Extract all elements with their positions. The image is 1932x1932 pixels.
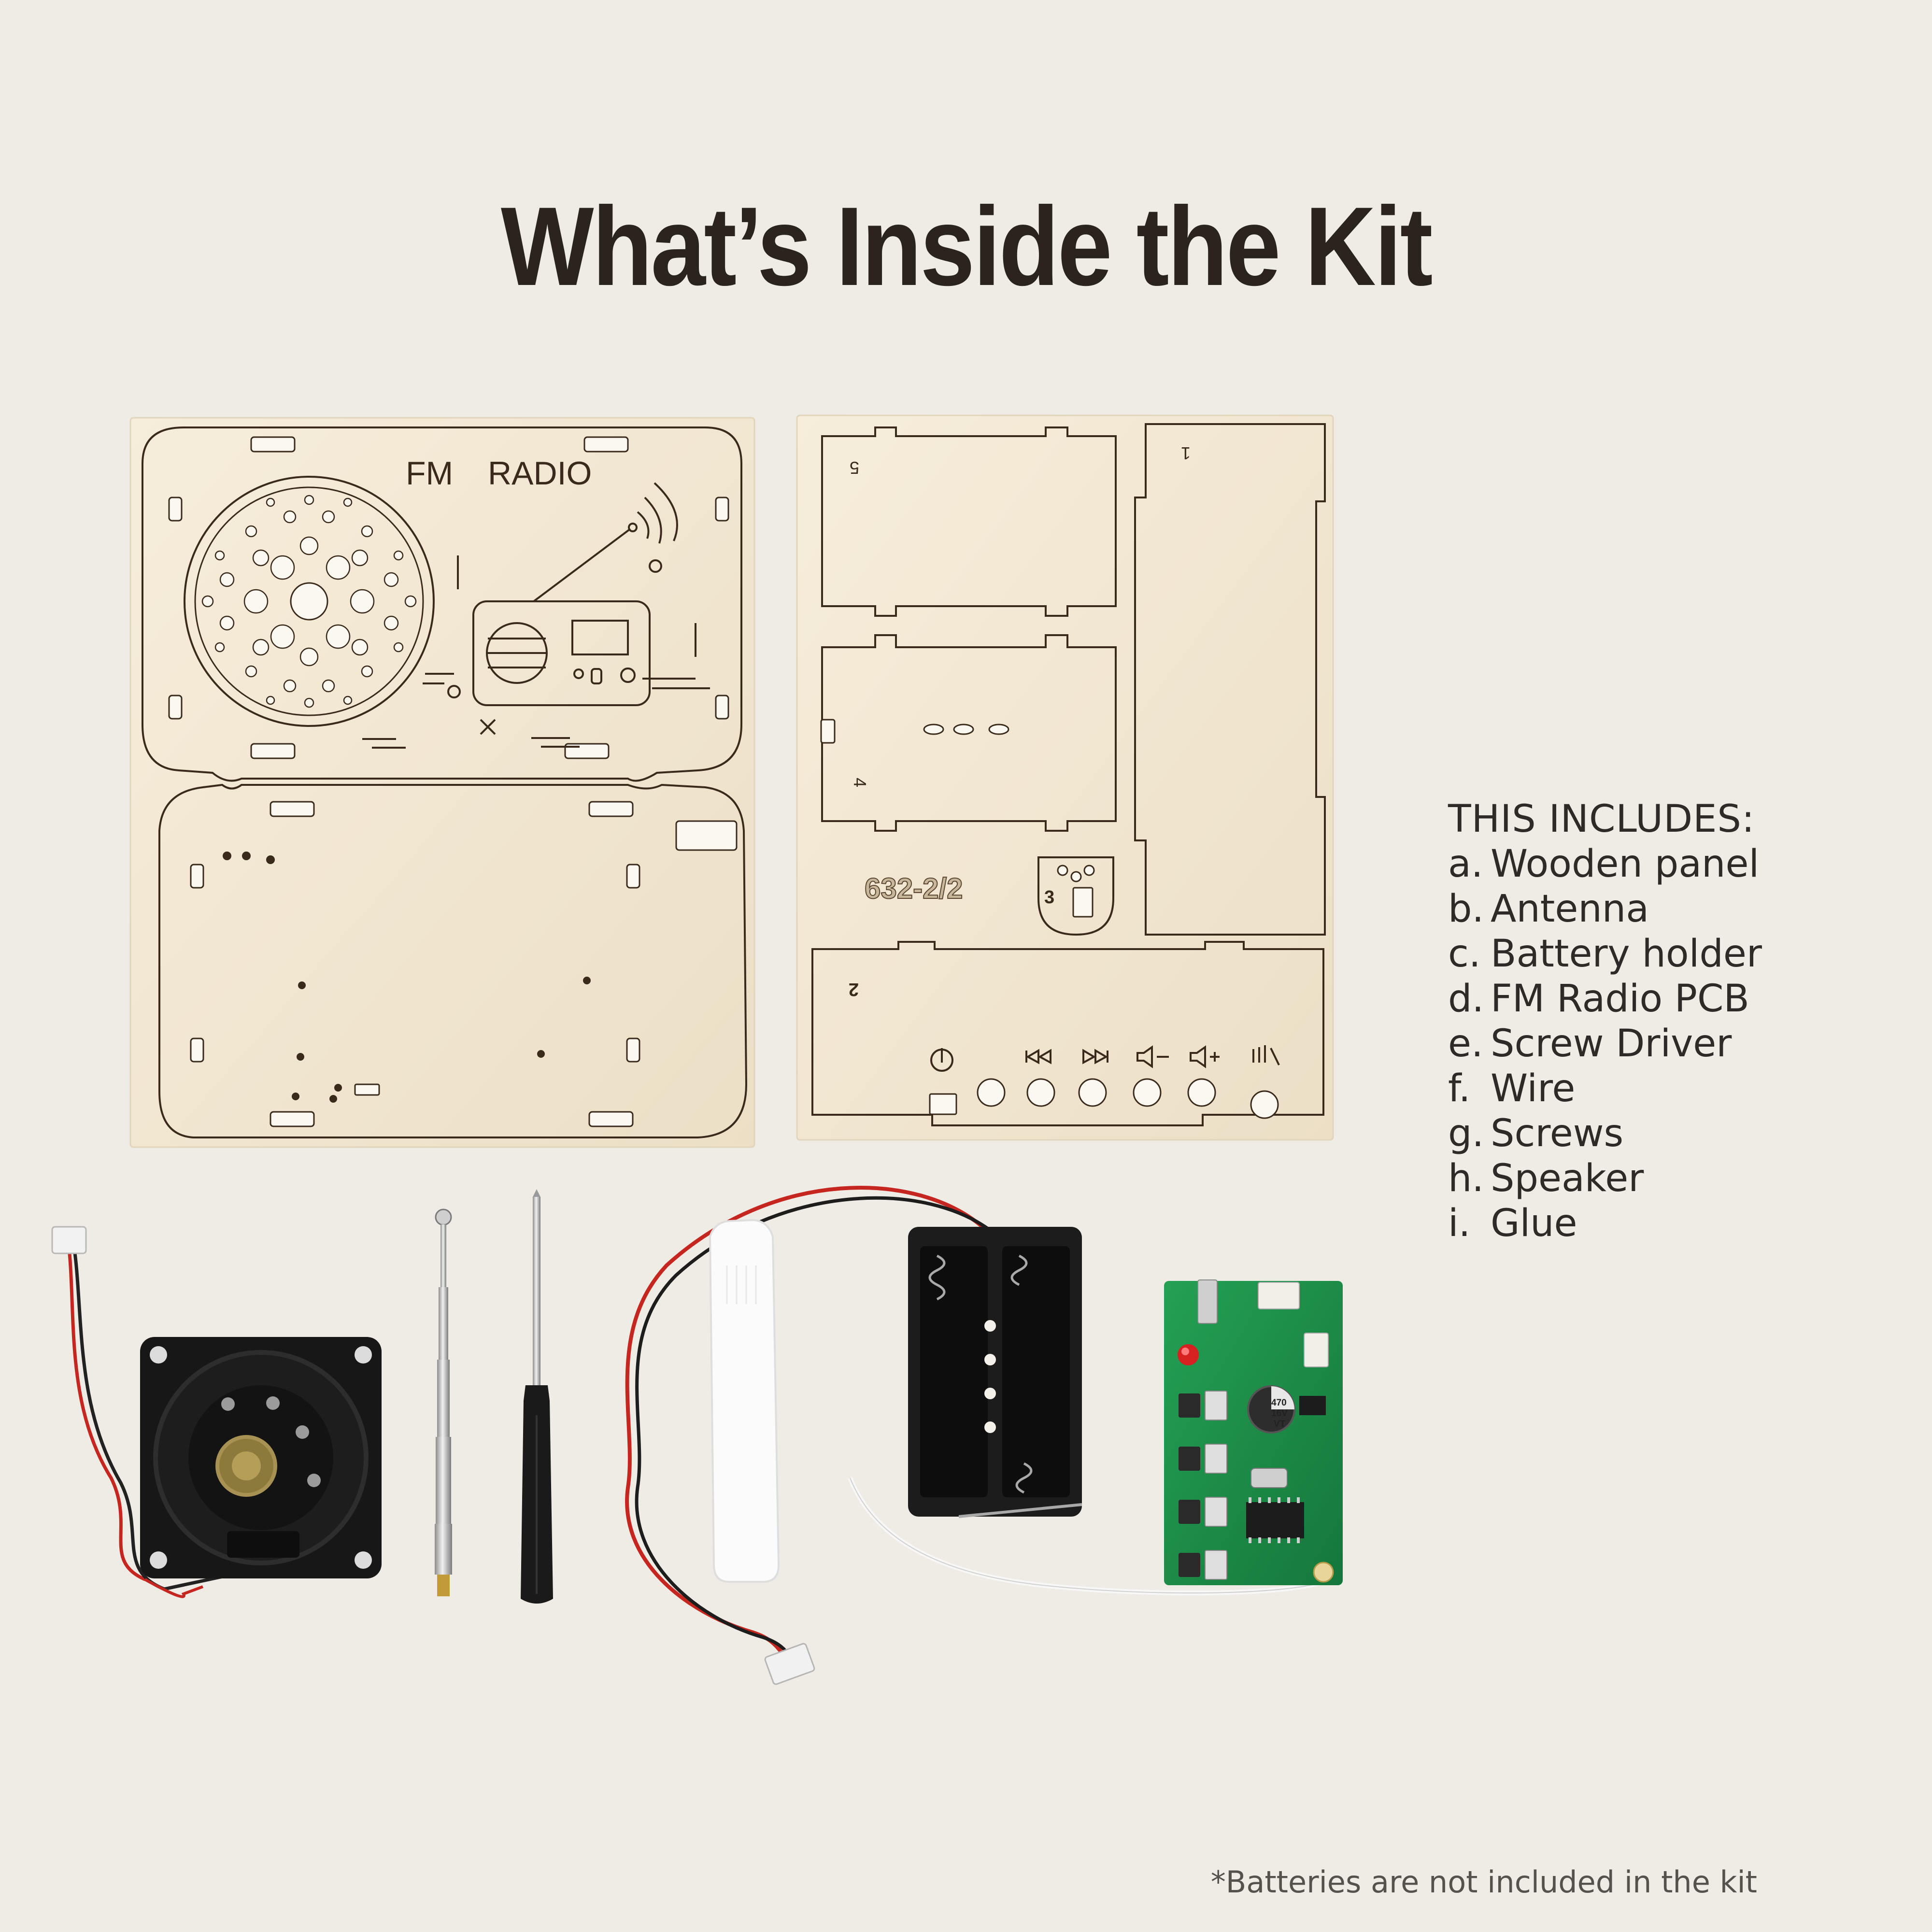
includes-item: c.Battery holder [1448,932,1762,977]
includes-item-label: Wire [1491,1067,1576,1110]
part-3-label: 3 [1044,887,1054,908]
includes-item: a.Wooden panel [1448,842,1762,887]
includes-item: f. Wire [1448,1066,1762,1111]
includes-item: h.Speaker [1448,1156,1762,1201]
antenna [435,1208,452,1596]
includes-item-label: Wooden panel [1491,842,1760,886]
includes-item-letter: g. [1448,1112,1484,1155]
fm-label: FM [406,455,453,492]
includes-item-label: Screw Driver [1491,1022,1732,1065]
part-5-label: 5 [850,458,859,478]
fm-radio-pcb: 470 16V VT [848,1279,1343,1596]
includes-item-letter: b. [1448,887,1484,931]
includes-item-label: Battery holder [1491,932,1762,976]
radio-label: RADIO [488,455,592,492]
includes-item-label: FM Radio PCB [1491,977,1749,1021]
includes-item-letter: a. [1448,842,1483,886]
includes-item-label: Speaker [1491,1157,1644,1200]
includes-item-letter: i. [1448,1202,1471,1245]
includes-item-letter: c. [1448,932,1481,976]
includes-item-label: Screws [1491,1112,1624,1155]
batteries-footnote: *Batteries are not included in the kit [1210,1864,1757,1900]
wooden-panel-front: FM RADIO [129,417,755,1148]
includes-heading: THIS INCLUDES: [1448,797,1755,841]
wooden-panel-parts: 5 1 4 632-2/2 3 2 [796,414,1334,1141]
includes-item: i. Glue [1448,1201,1762,1246]
radio-drawing [362,482,710,749]
glue [709,1219,780,1583]
includes-item: b.Antenna [1448,887,1762,932]
includes-item-letter: d. [1448,977,1484,1021]
part-4-label: 4 [850,778,870,787]
includes-item: e.Screw Driver [1448,1022,1762,1066]
includes-item-letter: h. [1448,1157,1484,1200]
includes-item-label: Antenna [1491,887,1649,931]
capacitor-label-1: 470 [1271,1398,1287,1408]
includes-item: d.FM Radio PCB [1448,977,1762,1022]
includes-item-label: Glue [1491,1202,1577,1245]
capacitor-label-3: VT [1274,1419,1286,1429]
includes-item: g.Screws [1448,1111,1762,1156]
battery-holder [625,1186,1082,1685]
part-2-label: 2 [849,979,859,999]
part-code-label: 632-2/2 [865,872,963,905]
includes-item-letter: f. [1448,1067,1471,1110]
screwdriver [521,1189,553,1604]
speaker [51,1226,382,1598]
page-title: What’s Inside the Kit [500,184,1433,309]
capacitor-label-2: 16V [1271,1408,1288,1419]
part-1-label: 1 [1181,443,1191,463]
includes-item-letter: e. [1448,1022,1483,1065]
